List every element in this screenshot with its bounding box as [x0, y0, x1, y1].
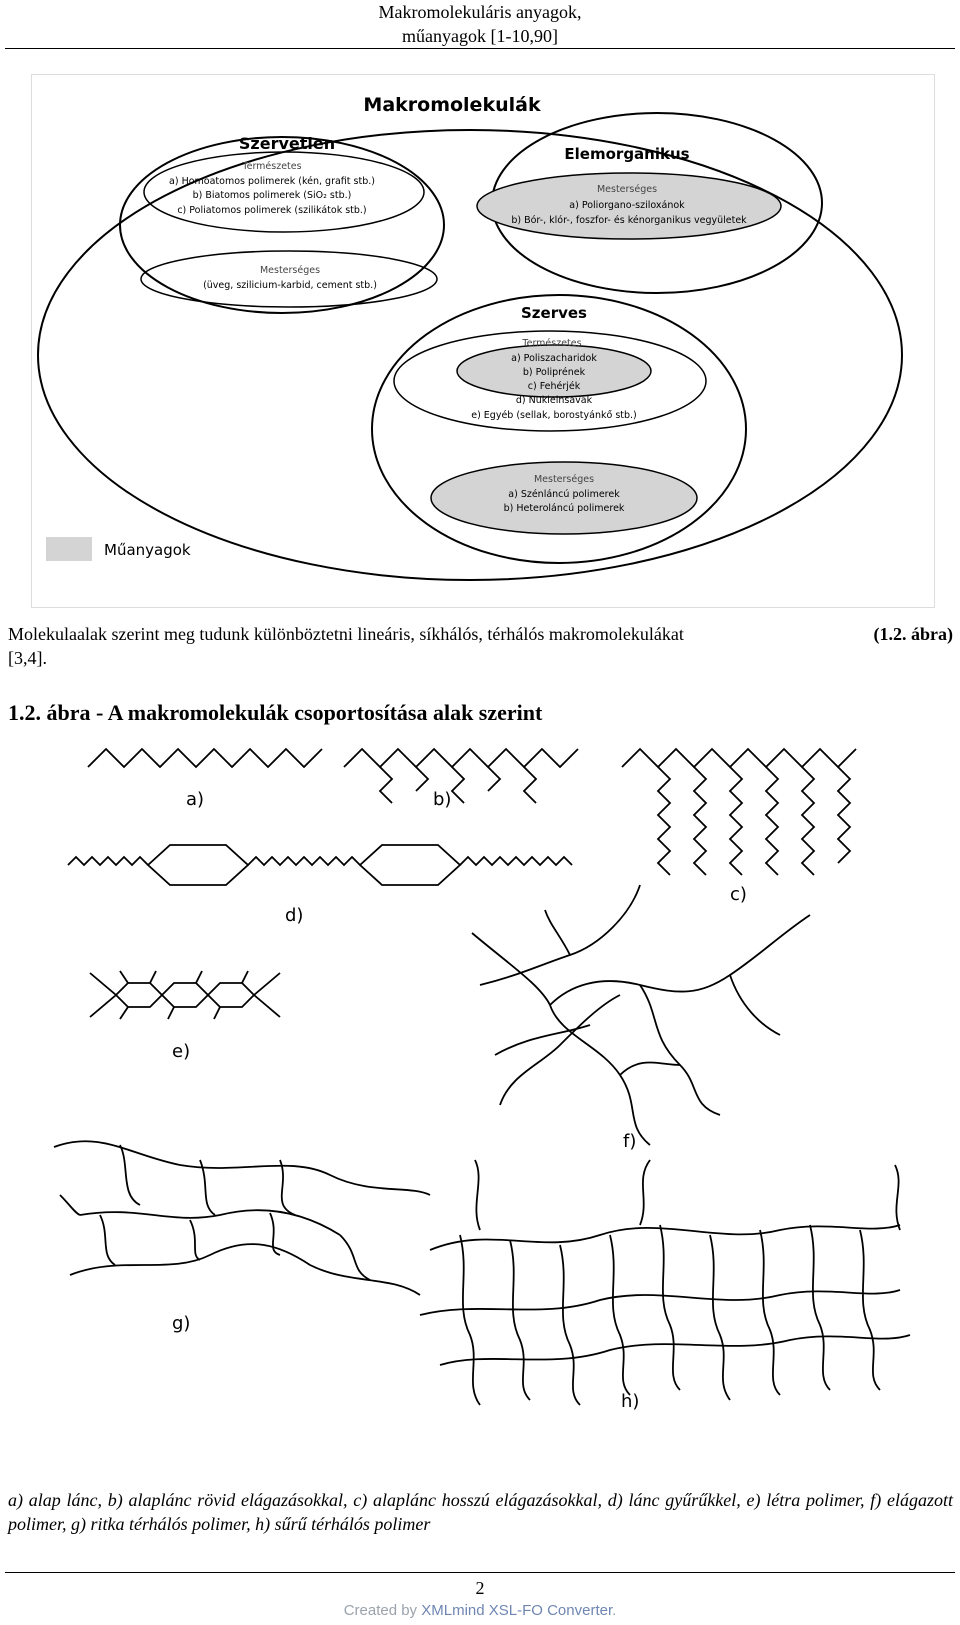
- label-b: b): [433, 789, 451, 810]
- elementorganic-item-b: b) Bór-, klór-, foszfor- és kénorganikus…: [511, 215, 747, 226]
- label-c: c): [730, 884, 747, 905]
- elementorganic-artificial-label: Mesterséges: [597, 184, 657, 195]
- header-line-2: műanyagok [1-10,90]: [402, 26, 558, 46]
- created-prefix: Created by: [343, 1602, 422, 1619]
- inorganic-ellipse: [119, 136, 445, 314]
- organic-natural-label: Természetes: [521, 338, 581, 349]
- paragraph-citation: [3,4].: [8, 648, 47, 668]
- created-suffix: .: [612, 1602, 617, 1619]
- inorganic-artificial-item: (üveg, szilicium-karbid, cement stb.): [203, 280, 377, 291]
- elementorganic-item-a: a) Poliorgano-sziloxánok: [569, 200, 685, 211]
- inorganic-natural-item-c: c) Poliatomos polimerek (szilikátok stb.…: [177, 205, 366, 216]
- page-number: 2: [475, 1578, 485, 1598]
- shape-h-dense-network: [419, 1159, 911, 1406]
- paragraph-text: Molekulaalak szerint meg tudunk különböz…: [8, 624, 684, 644]
- organic-artificial-item-a: a) Szénláncú polimerek: [508, 489, 620, 500]
- inorganic-natural-ellipse: [143, 151, 425, 233]
- inorganic-artificial-ellipse: [140, 250, 438, 308]
- header-line-1: Makromolekuláris anyagok,: [378, 2, 582, 22]
- macromolecule-classification-diagram: Makromolekulák Szervetlen Természetes a)…: [31, 74, 935, 608]
- inorganic-artificial-label: Mesterséges: [260, 265, 320, 276]
- legend-label: Műanyagok: [104, 541, 191, 559]
- shape-a-chain: [87, 747, 323, 769]
- organic-artificial-ellipse: [430, 461, 698, 535]
- figure-reference: (1.2. ábra): [873, 624, 954, 644]
- organic-natural-ellipse: [393, 330, 707, 432]
- organic-natural-item-b: b) Poliprének: [523, 367, 586, 378]
- footer-rule: [5, 1572, 955, 1573]
- organic-natural-item-a: a) Poliszacharidok: [511, 353, 597, 364]
- diagram-title: Makromolekulák: [363, 94, 541, 116]
- label-e: e): [172, 1041, 190, 1062]
- inorganic-natural-item-b: b) Biatomos polimerek (SiO₂ stb.): [193, 190, 352, 201]
- shape-e-ladder: [89, 970, 281, 1020]
- header-rule: [5, 48, 955, 49]
- organic-natural-plastic-ellipse: [456, 344, 652, 398]
- label-g: g): [172, 1313, 190, 1334]
- inorganic-natural-label: Természetes: [241, 161, 301, 172]
- shape-f-branched: [471, 884, 811, 1146]
- label-h: h): [621, 1391, 639, 1412]
- organic-natural-item-c: c) Fehérjék: [528, 381, 581, 392]
- figure-caption: a) alap lánc, b) alaplánc rövid elágazás…: [8, 1490, 953, 1534]
- label-d: d): [285, 905, 303, 926]
- elementorganic-artificial-ellipse: [476, 172, 782, 240]
- figure-title: 1.2. ábra - A makromolekulák csoportosít…: [8, 700, 543, 725]
- body-paragraph: Molekulaalak szerint meg tudunk különböz…: [8, 622, 953, 670]
- legend-swatch: [46, 537, 92, 561]
- label-f: f): [623, 1131, 636, 1152]
- running-header: Makromolekuláris anyagok, műanyagok [1-1…: [0, 0, 960, 48]
- organic-artificial-label: Mesterséges: [534, 474, 594, 485]
- organic-ellipse: [371, 294, 747, 564]
- shape-d-rings: [67, 844, 573, 886]
- molecular-shapes-figure: a) b) c) d) e) f) g) h): [53, 747, 911, 1412]
- shape-c-branched-long: [621, 747, 857, 876]
- organic-artificial-item-b: b) Heteroláncú polimerek: [504, 503, 625, 514]
- elementorganic-title: Elemorganikus: [564, 145, 689, 163]
- created-by-note: Created by XMLmind XSL-FO Converter.: [0, 1602, 960, 1619]
- organic-natural-item-d: d) Nukleinsavak: [516, 395, 593, 406]
- organic-title: Szerves: [521, 304, 587, 322]
- inorganic-natural-item-a: a) Homoatomos polimerek (kén, grafit stb…: [169, 176, 375, 187]
- shape-g-sparse-network: [53, 1140, 431, 1296]
- converter-link[interactable]: XMLmind XSL-FO Converter: [421, 1602, 613, 1619]
- shape-b-branched-short: [343, 747, 579, 804]
- outer-ellipse: [37, 129, 903, 581]
- inorganic-title: Szervetlen: [239, 134, 335, 153]
- label-a: a): [186, 789, 204, 810]
- organic-natural-item-e: e) Egyéb (sellak, borostyánkő stb.): [471, 410, 637, 421]
